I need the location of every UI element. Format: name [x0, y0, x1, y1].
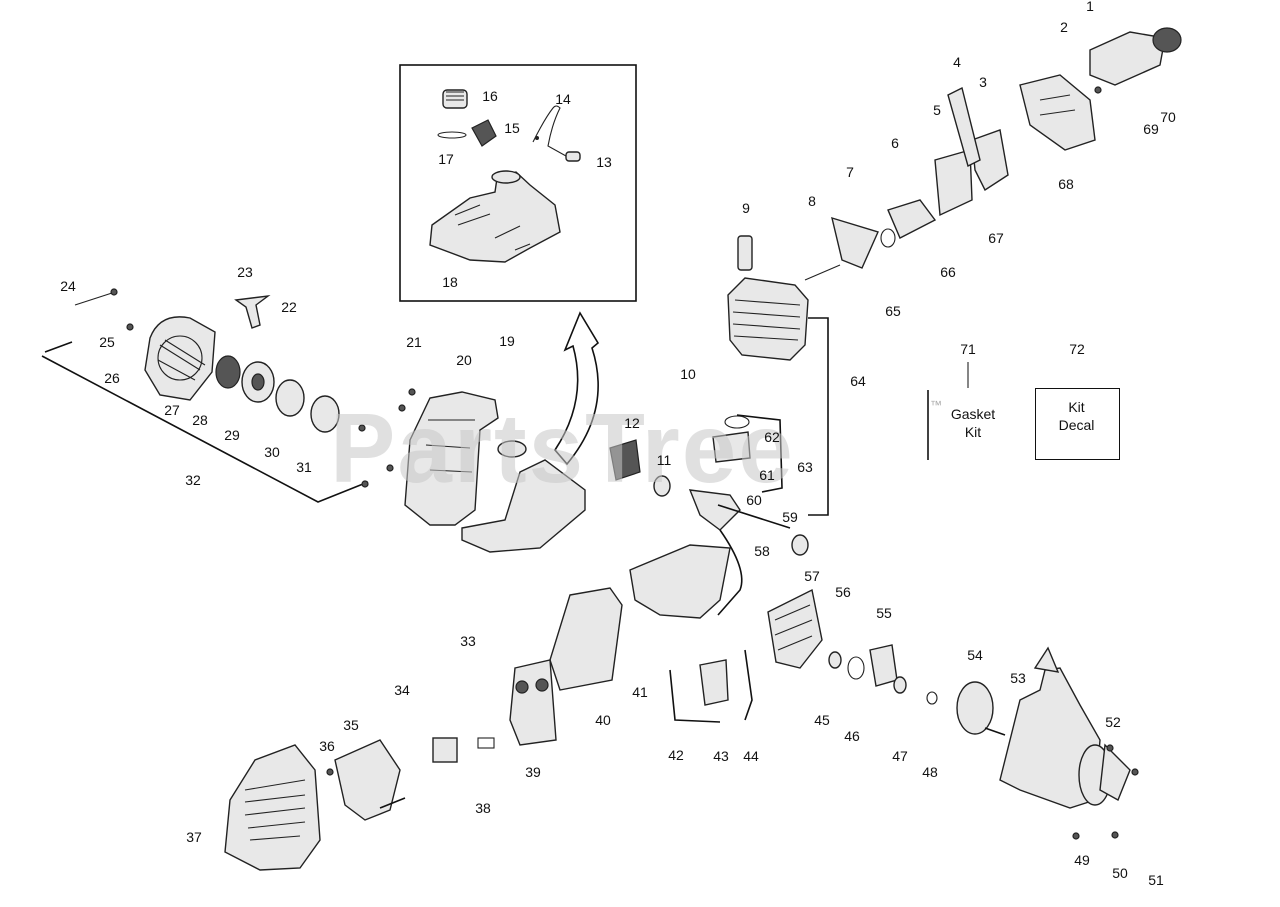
cylinder-part — [727, 216, 879, 516]
part-label-34: 34 — [394, 682, 410, 698]
kit-decal-text: Kit Decal — [1058, 399, 1095, 433]
part-label-59: 59 — [782, 509, 798, 525]
watermark-trademark: ™ — [930, 398, 942, 412]
part-label-12: 12 — [624, 415, 640, 431]
part-label-37: 37 — [186, 829, 202, 845]
part-label-21: 21 — [406, 334, 422, 350]
part-label-45: 45 — [814, 712, 830, 728]
part-label-20: 20 — [456, 352, 472, 368]
part-label-25: 25 — [99, 334, 115, 350]
arrow-shape — [554, 311, 600, 466]
starter-pulley-part — [74, 288, 340, 433]
part-label-53: 53 — [1010, 670, 1026, 686]
part-label-57: 57 — [804, 568, 820, 584]
part-label-23: 23 — [237, 264, 253, 280]
flywheel-part — [629, 529, 938, 705]
part-label-70: 70 — [1160, 109, 1176, 125]
kit-decal-box — [1035, 388, 1120, 460]
part-label-40: 40 — [595, 712, 611, 728]
part-label-24: 24 — [60, 278, 76, 294]
part-label-28: 28 — [192, 412, 208, 428]
part-label-50: 50 — [1112, 865, 1128, 881]
part-label-71: 71 — [960, 341, 976, 357]
clutch-drum-part — [956, 681, 1006, 736]
part-label-35: 35 — [343, 717, 359, 733]
part-label-54: 54 — [967, 647, 983, 663]
part-label-38: 38 — [475, 800, 491, 816]
part-label-18: 18 — [442, 274, 458, 290]
part-label-48: 48 — [922, 764, 938, 780]
part-label-66: 66 — [940, 264, 956, 280]
part-label-61: 61 — [759, 467, 775, 483]
inset-frame — [399, 64, 637, 302]
part-label-42: 42 — [668, 747, 684, 763]
fuel-filter-part — [437, 119, 497, 147]
part-label-36: 36 — [319, 738, 335, 754]
engine-cover-part — [224, 739, 406, 871]
carburetor-part — [880, 86, 1009, 248]
part-label-7: 7 — [846, 164, 854, 180]
air-filter-cover-part — [1019, 27, 1182, 151]
part-label-60: 60 — [746, 492, 762, 508]
starter-group-bracket — [41, 341, 369, 503]
part-label-19: 19 — [499, 333, 515, 349]
fuel-cap-part — [442, 89, 468, 109]
gasket-kit-text: Gasket Kit — [950, 406, 996, 440]
part-label-8: 8 — [808, 193, 816, 209]
part-label-49: 49 — [1074, 852, 1090, 868]
part-label-16: 16 — [482, 88, 498, 104]
part-label-1: 1 — [1086, 0, 1094, 14]
gear-housing-part — [999, 646, 1139, 840]
part-label-17: 17 — [438, 151, 454, 167]
part-label-10: 10 — [680, 366, 696, 382]
part-label-39: 39 — [525, 764, 541, 780]
part-label-22: 22 — [281, 299, 297, 315]
part-label-52: 52 — [1105, 714, 1121, 730]
part-label-68: 68 — [1058, 176, 1074, 192]
part-label-13: 13 — [596, 154, 612, 170]
part-label-51: 51 — [1148, 872, 1164, 888]
part-label-26: 26 — [104, 370, 120, 386]
part-label-67: 67 — [988, 230, 1004, 246]
part-label-14: 14 — [555, 91, 571, 107]
part-label-4: 4 — [953, 54, 961, 70]
part-label-2: 2 — [1060, 19, 1068, 35]
engine-housing-part — [358, 388, 586, 553]
part-label-47: 47 — [892, 748, 908, 764]
part-label-30: 30 — [264, 444, 280, 460]
part-label-31: 31 — [296, 459, 312, 475]
part-label-11: 11 — [656, 452, 672, 468]
part-label-33: 33 — [460, 633, 476, 649]
part-label-9: 9 — [742, 200, 750, 216]
ignition-coil-part — [432, 587, 753, 763]
part-label-58: 58 — [754, 543, 770, 559]
part-label-15: 15 — [504, 120, 520, 136]
part-label-27: 27 — [164, 402, 180, 418]
part-label-41: 41 — [632, 684, 648, 700]
fuel-line-part — [532, 105, 581, 162]
part-label-72: 72 — [1069, 341, 1085, 357]
part-label-69: 69 — [1143, 121, 1159, 137]
piston-part — [609, 414, 809, 556]
watermark: PartsTree — [330, 393, 795, 503]
part-label-56: 56 — [835, 584, 851, 600]
part-label-43: 43 — [713, 748, 729, 764]
part-label-5: 5 — [933, 102, 941, 118]
part-label-29: 29 — [224, 427, 240, 443]
part-label-32: 32 — [185, 472, 201, 488]
part-label-46: 46 — [844, 728, 860, 744]
part-label-44: 44 — [743, 748, 759, 764]
part-label-55: 55 — [876, 605, 892, 621]
part-label-6: 6 — [891, 135, 899, 151]
part-label-3: 3 — [979, 74, 987, 90]
part-label-63: 63 — [797, 459, 813, 475]
part-label-65: 65 — [885, 303, 901, 319]
part-label-62: 62 — [764, 429, 780, 445]
fuel-tank-part — [429, 170, 561, 263]
part-label-64: 64 — [850, 373, 866, 389]
starter-housing-part — [144, 316, 216, 401]
